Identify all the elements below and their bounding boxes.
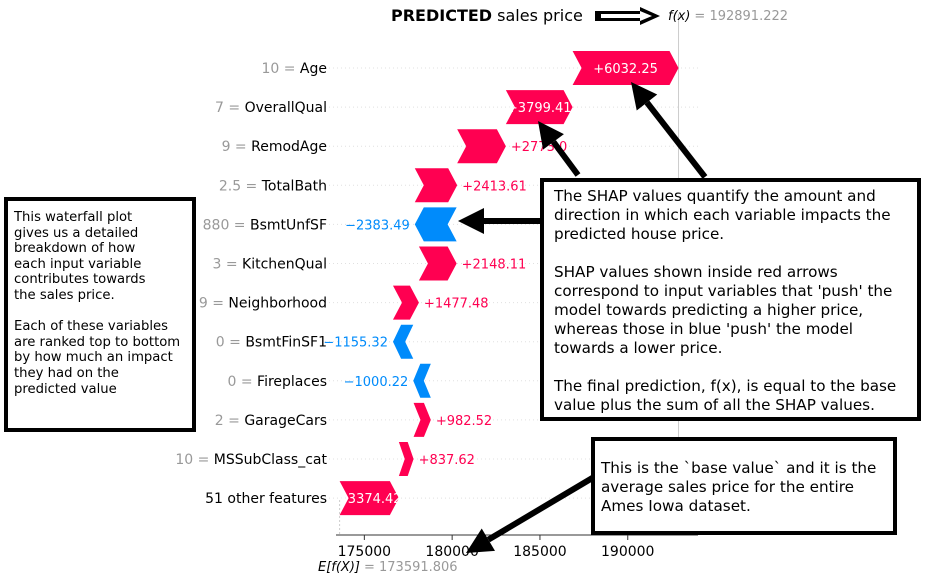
positive-shap-bar: [414, 168, 458, 203]
feature-name: 51 other features: [205, 491, 327, 507]
feature-value: 10 =: [261, 61, 299, 77]
positive-shap-bar: [392, 285, 419, 320]
shap-value-label: +2413.61: [462, 179, 527, 194]
shap-value-label: −2383.49: [345, 218, 410, 233]
base-value-symbol: E[f(X)]: [318, 560, 360, 575]
shap-value-label: −1000.22: [344, 375, 409, 390]
feature-value: 2 =: [215, 413, 245, 429]
feature-value: 3 =: [212, 257, 242, 273]
shap-value-label: +837.62: [419, 453, 475, 468]
feature-labels: 10 = Age 7 = OverallQual 9 = RemodAge 2.5 =…: [175, 61, 327, 507]
predicted-title: PREDICTED sales price: [391, 6, 583, 25]
base-value-number: = 173591.806: [364, 560, 458, 575]
negative-shap-bar: [414, 207, 457, 242]
positive-shap-bar: [418, 246, 457, 281]
shap-value-label: +1477.48: [424, 297, 489, 312]
feature-label: 0 = Fireplaces: [228, 374, 328, 390]
feature-label: 9 = RemodAge: [222, 139, 327, 155]
negative-shap-bar: [413, 363, 431, 398]
feature-label: 3 = KitchenQual: [212, 257, 327, 273]
feature-name: Age: [300, 61, 327, 77]
feature-label: 7 = OverallQual: [215, 100, 327, 116]
arrow-to-bsmtunfsf-head: [458, 208, 484, 234]
feature-value: 9 =: [199, 296, 229, 312]
feature-value: 880 =: [203, 217, 250, 233]
feature-name: BsmtFinSF1: [245, 335, 327, 351]
positive-shap-bar: [398, 442, 414, 476]
arrow-to-base-value-head: [466, 528, 495, 553]
x-tick-label: 190000: [601, 544, 654, 560]
feature-label: 2.5 = TotalBath: [219, 178, 327, 194]
feature-name: Fireplaces: [257, 374, 327, 390]
shap-value-label: +982.52: [436, 414, 492, 429]
arrow-to-overallqual-head: [538, 121, 564, 150]
positive-shap-bar: [572, 51, 679, 85]
shap-value-label: +3799.41: [507, 101, 572, 116]
annotation-arrows: [458, 82, 708, 553]
feature-value: 0 =: [216, 335, 246, 351]
prediction-symbol: f(x): [668, 9, 690, 24]
prediction-header: PREDICTED sales price f(x) = 192891.222: [391, 6, 788, 25]
annotation-shap-explanation: The SHAP values quantify the amount and …: [540, 178, 921, 421]
right-arrow-icon-inner: [601, 11, 652, 21]
base-value-label: E[f(X)] = 173591.806: [318, 560, 458, 575]
annotation-waterfall-explanation: This waterfall plot gives us a detailed …: [4, 197, 196, 432]
feature-label: 51 other features: [205, 491, 327, 507]
shap-value-label: +3374.42: [337, 492, 402, 507]
feature-name: MSSubClass_cat: [214, 452, 328, 468]
feature-value: 2.5 =: [219, 178, 262, 194]
feature-label: 9 = Neighborhood: [199, 296, 327, 312]
prediction-number: = 192891.222: [694, 9, 788, 24]
arrow-to-age-head: [631, 82, 658, 111]
feature-value: 0 =: [228, 374, 258, 390]
predicted-title-rest: sales price: [492, 6, 583, 25]
feature-name: RemodAge: [251, 139, 327, 155]
feature-label: 0 = BsmtFinSF1: [216, 335, 327, 351]
feature-value: 7 =: [215, 100, 245, 116]
negative-shap-bar: [392, 324, 414, 359]
x-tick-label: 175000: [338, 544, 391, 560]
shap-value-label: −1155.32: [323, 336, 388, 351]
x-tick-label: 180000: [425, 544, 478, 560]
feature-name: KitchenQual: [242, 257, 327, 273]
feature-name: OverallQual: [245, 100, 327, 116]
arrow-to-base-value-shaft: [486, 474, 596, 543]
arrow-to-overallqual-shaft: [551, 140, 581, 177]
positive-shap-bar: [505, 90, 573, 125]
positive-shap-bar: [339, 481, 399, 516]
shap-value-label: +2148.11: [462, 258, 527, 273]
annotation-base-value: This is the `base value` and it is the a…: [591, 437, 897, 535]
feature-label: 10 = Age: [261, 61, 327, 77]
positive-shap-bar: [413, 402, 431, 437]
feature-value: 9 =: [222, 139, 252, 155]
x-tick-label: 185000: [513, 544, 566, 560]
feature-name: GarageCars: [244, 413, 327, 429]
feature-name: TotalBath: [261, 178, 327, 194]
feature-label: 10 = MSSubClass_cat: [175, 452, 327, 468]
positive-shap-bar: [457, 129, 506, 164]
shap-value-label: +6032.25: [593, 62, 658, 77]
feature-label: 2 = GarageCars: [215, 413, 327, 429]
feature-name: Neighborhood: [228, 296, 327, 312]
predicted-title-bold: PREDICTED: [391, 6, 492, 25]
feature-label: 880 = BsmtUnfSF: [203, 217, 327, 233]
arrow-to-age-shaft: [644, 100, 708, 179]
feature-value: 10 =: [175, 452, 213, 468]
prediction-label: f(x) = 192891.222: [668, 9, 788, 24]
feature-name: BsmtUnfSF: [250, 217, 327, 233]
